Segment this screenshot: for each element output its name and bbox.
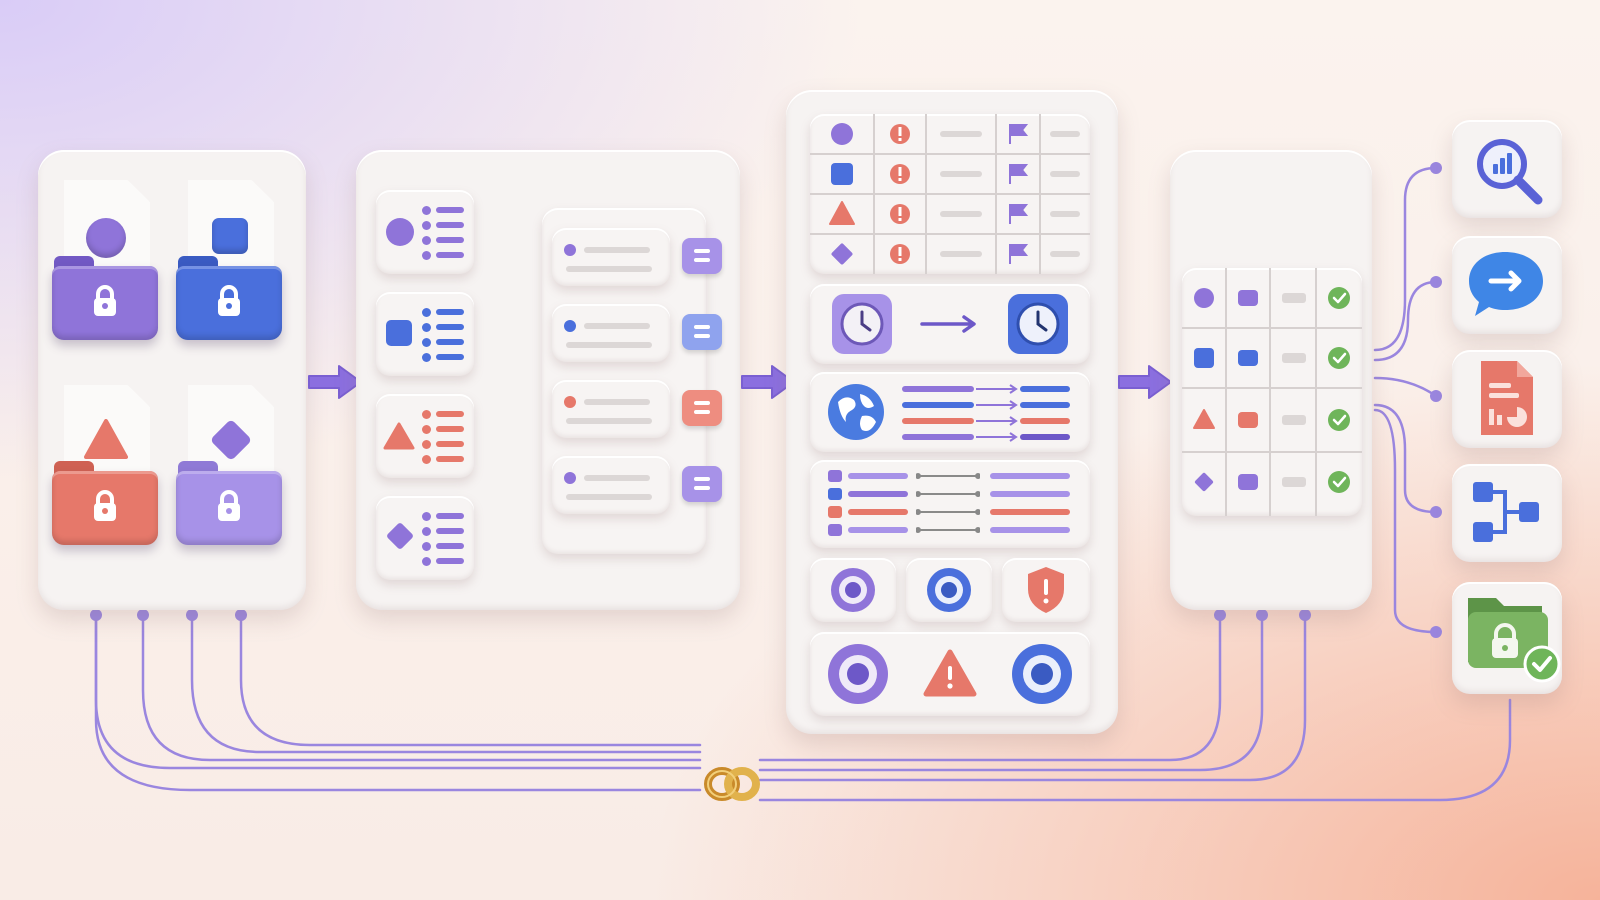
field-matching-panel[interactable] (810, 460, 1090, 548)
connector-line (239, 613, 702, 747)
flag-icon (1009, 244, 1029, 264)
arrow-right-icon (1118, 365, 1172, 399)
clock-transfer-panel[interactable] (810, 284, 1090, 364)
shield-alert-icon (1028, 567, 1064, 613)
diamond-shape (1194, 472, 1214, 492)
target-icon (831, 568, 875, 612)
connector-line (190, 613, 702, 754)
message-arrow-icon (1469, 252, 1543, 316)
connector-line (758, 613, 1264, 772)
connector-line (758, 698, 1512, 802)
stage-source-folders (38, 150, 306, 610)
flag-icon (1009, 124, 1029, 144)
report-document-icon (1481, 361, 1533, 435)
source-tile-square[interactable] (376, 292, 474, 376)
secure-folder-triangle[interactable] (52, 385, 162, 545)
circle-shape (831, 123, 853, 145)
target-check-tile[interactable] (810, 558, 896, 622)
record-row[interactable] (552, 304, 670, 362)
triangle-shape (1193, 409, 1215, 429)
output-message[interactable] (1452, 236, 1562, 334)
square-shape (212, 218, 248, 254)
output-connector (1373, 403, 1438, 514)
issue-table (810, 114, 1090, 274)
source-tile-circle[interactable] (376, 190, 474, 274)
check-icon (1328, 471, 1350, 493)
clock-icon (1008, 294, 1068, 354)
target-check-tile[interactable] (906, 558, 992, 622)
lock-icon (218, 285, 240, 316)
globe-icon (828, 384, 884, 440)
warning-icon (923, 649, 977, 697)
check-icon (1328, 347, 1350, 369)
tag-icon (682, 390, 722, 426)
connector-line (94, 613, 702, 792)
output-flow[interactable] (1452, 464, 1562, 562)
flag-icon (1009, 164, 1029, 184)
target-icon (1012, 644, 1072, 704)
diamond-shape (831, 243, 853, 265)
secure-folder-circle[interactable] (52, 180, 162, 340)
circle-shape (86, 218, 126, 258)
globe-mapping-panel[interactable] (810, 372, 1090, 452)
square-shape (831, 163, 853, 185)
link-icon[interactable] (698, 760, 768, 810)
record-row[interactable] (552, 228, 670, 286)
output-connector (1373, 166, 1438, 352)
warning-check-panel[interactable] (810, 632, 1090, 716)
target-icon (828, 644, 888, 704)
check-icon (1328, 287, 1350, 309)
secure-folder-check-icon (1468, 598, 1561, 683)
arrow-right-icon (920, 315, 976, 333)
secure-folder-diamond[interactable] (176, 385, 286, 545)
check-icon (1328, 409, 1350, 431)
triangle-shape (84, 419, 128, 459)
analytics-search-icon (1477, 139, 1543, 205)
record-row[interactable] (552, 456, 670, 514)
triangle-shape (829, 201, 855, 225)
arrow-right-icon (741, 365, 795, 399)
tag-icon (682, 314, 722, 350)
stage-classification (356, 150, 740, 610)
output-connector (1373, 408, 1438, 634)
output-analytics[interactable] (1452, 120, 1562, 218)
secure-folder-square[interactable] (176, 180, 286, 340)
target-icon (927, 568, 971, 612)
verified-table (1182, 268, 1362, 516)
clock-icon (832, 294, 892, 354)
lock-icon (94, 490, 116, 521)
output-connector (1373, 280, 1438, 362)
arrow-right-icon (308, 365, 362, 399)
stage-verified-records (1170, 150, 1372, 610)
connector-line (758, 613, 1222, 762)
tag-icon (682, 238, 722, 274)
record-row[interactable] (552, 380, 670, 438)
connector-line (758, 613, 1307, 782)
stage-validation (786, 90, 1118, 734)
output-connector (1373, 376, 1438, 398)
square-shape (1194, 348, 1214, 368)
output-secure-folder[interactable] (1452, 582, 1562, 694)
shield-alert-tile[interactable] (1002, 558, 1090, 622)
flag-icon (1009, 204, 1029, 224)
source-tile-triangle[interactable] (376, 394, 474, 478)
tag-icon (682, 466, 722, 502)
connector-line (141, 613, 702, 762)
lock-icon (94, 285, 116, 316)
circle-shape (1194, 288, 1214, 308)
source-tile-diamond[interactable] (376, 496, 474, 580)
output-report[interactable] (1452, 350, 1562, 448)
lock-icon (218, 490, 240, 521)
flow-diagram-icon (1473, 482, 1539, 542)
